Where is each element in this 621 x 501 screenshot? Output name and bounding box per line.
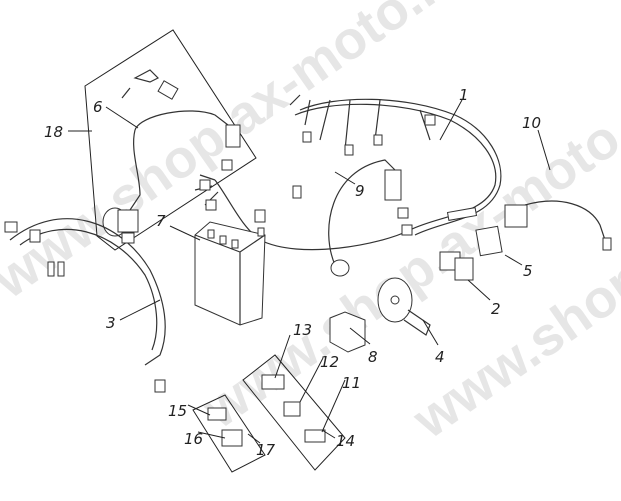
callout-8: 8 bbox=[368, 348, 378, 366]
horn-part bbox=[377, 277, 431, 336]
callout-15: 15 bbox=[168, 402, 187, 420]
callout-6: 6 bbox=[93, 98, 103, 116]
relay-part bbox=[439, 251, 474, 281]
battery-part bbox=[194, 221, 266, 326]
relay-cable-part bbox=[504, 200, 612, 251]
flasher-part bbox=[329, 311, 366, 353]
callout-12: 12 bbox=[320, 353, 339, 371]
ignition-coil-part bbox=[328, 159, 402, 277]
callout-2: 2 bbox=[491, 300, 501, 318]
callout-13: 13 bbox=[293, 321, 312, 339]
switch-11-part bbox=[304, 429, 326, 443]
callout-16: 16 bbox=[184, 430, 203, 448]
callout-11: 11 bbox=[342, 374, 361, 392]
ignition-switch-part bbox=[102, 69, 241, 237]
group-frame-18 bbox=[84, 29, 257, 251]
callout-7: 7 bbox=[156, 212, 166, 230]
callout-10: 10 bbox=[522, 114, 541, 132]
leader-lines bbox=[68, 99, 551, 444]
callout-1: 1 bbox=[459, 86, 469, 104]
callout-18: 18 bbox=[44, 123, 63, 141]
switch-12-part bbox=[283, 401, 301, 417]
switch-13-part bbox=[261, 374, 285, 390]
callout-9: 9 bbox=[355, 182, 365, 200]
sub-wiring-harness bbox=[4, 218, 166, 393]
callout-3: 3 bbox=[106, 314, 116, 332]
voltage-regulator-part bbox=[475, 225, 503, 257]
callout-14: 14 bbox=[336, 432, 355, 450]
switch-16-part bbox=[221, 429, 243, 447]
callout-5: 5 bbox=[523, 262, 533, 280]
switch-15-part bbox=[207, 407, 227, 421]
callout-4: 4 bbox=[435, 348, 445, 366]
callout-17: 17 bbox=[256, 441, 276, 459]
group-frame-14 bbox=[242, 354, 346, 471]
group-frame-17 bbox=[192, 394, 266, 473]
